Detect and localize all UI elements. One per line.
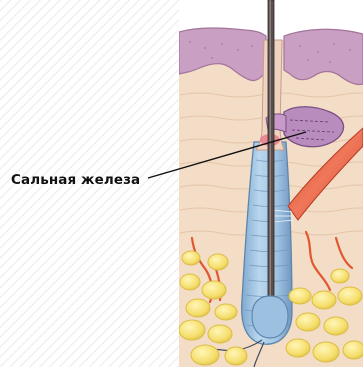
sebaceous-gland-label: Сальная железа — [11, 172, 140, 188]
hair-bulb — [252, 296, 288, 338]
